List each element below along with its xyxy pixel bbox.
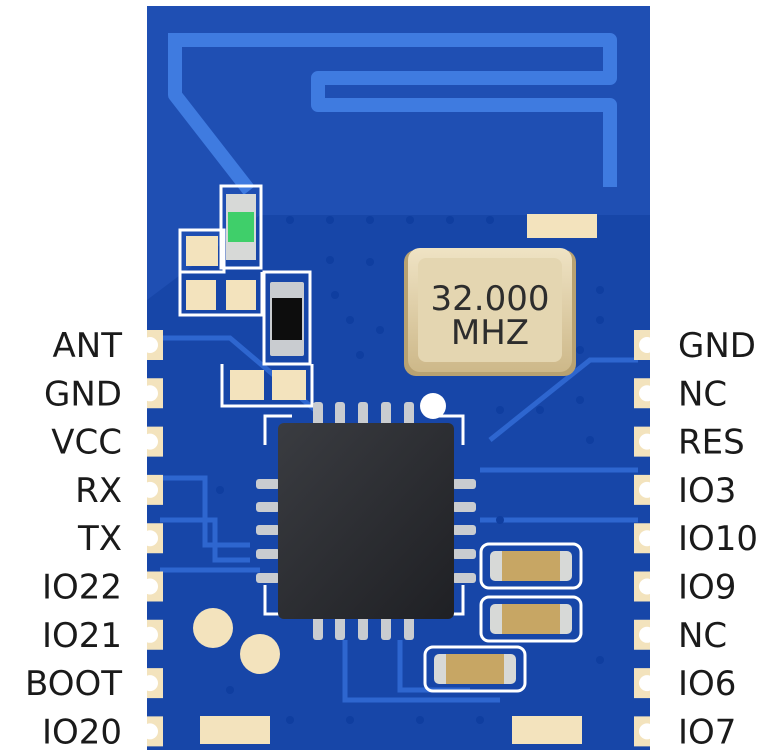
chip-pin [335,402,345,426]
round-pad-2 [240,634,280,674]
crystal-frequency: 32.000 [431,279,550,319]
castellation-hole [639,723,655,740]
pad-c [230,370,264,400]
right-pin-label: IO6 [678,664,736,704]
cap-1-body [502,551,560,581]
chip-pin [452,479,476,489]
pad-group-outline [178,272,264,317]
cap-1-outline [479,542,583,590]
chip-pin [313,616,323,640]
left-pin-label: ANT [53,326,123,366]
castellation-hole [639,337,655,353]
round-pad-1 [193,608,233,648]
castellation-hole [142,385,158,402]
chip-pin [256,525,280,535]
crystal-top [418,258,562,362]
left-pin-label: IO20 [42,712,122,752]
chip-pin [452,573,476,583]
chip-pin [256,573,280,583]
castellation-hole [142,723,158,740]
chip-pins [256,402,476,640]
pad-d [272,370,306,400]
chip-pin [452,549,476,559]
pad-a [186,280,216,310]
crystal-unit: MHZ [451,313,529,353]
chip-pin [256,549,280,559]
right-pin-label: IO10 [678,519,758,559]
left-pin-label: TX [77,519,122,559]
led-icon [228,212,254,242]
castellation-hole [639,433,655,450]
cap-3-outline [423,645,527,693]
led-outline [219,184,263,270]
left-pin-label: IO22 [42,568,122,608]
pin1-marker [420,393,446,419]
chip-pin [381,616,391,640]
chip-pin [358,616,368,640]
left-pin-label: VCC [51,423,122,463]
left-pin-label: GND [44,374,122,414]
right-pin-label: GND [678,326,756,366]
castellation-hole [142,578,158,595]
castellation-hole [639,626,655,643]
castellation-hole [639,481,655,498]
right-pin-label: IO3 [678,471,736,511]
pad-pair-outline [220,364,314,408]
chip-pin [256,479,280,489]
left-pin-label: RX [75,471,122,511]
castellation-hole [142,626,158,643]
chip-pin [381,402,391,426]
right-pin-label: IO9 [678,568,736,608]
edge-pads [142,330,655,747]
castellation-hole [142,675,158,692]
cap-2-body [502,604,560,634]
chip-pin [404,402,414,426]
diode-outline [262,270,312,366]
castellation-hole [639,530,655,547]
right-pin-label: NC [678,374,727,414]
castellation-hole [142,481,158,498]
right-pin-label: RES [678,423,745,463]
left-pin-label: BOOT [25,664,122,704]
chip-pin [313,402,323,426]
chip-pin [404,616,414,640]
bottom-pad-right [512,716,582,744]
chip-pin [335,616,345,640]
cap-3-body [446,654,504,684]
mcu-chip [278,423,454,619]
castellation-hole [639,675,655,692]
chip-pin [358,402,368,426]
small-pad-outline [178,228,226,274]
small-pad [186,236,218,266]
cap-2-outline [479,595,583,643]
chip-pin [452,525,476,535]
castellation-hole [639,385,655,402]
castellation-hole [142,433,158,450]
pad-b [226,280,256,310]
antenna-trace [168,33,617,195]
vias [216,216,604,724]
right-pin-label: IO7 [678,712,736,752]
chip-pin [452,502,476,512]
left-pin-label: IO21 [42,616,122,656]
castellation-hole [639,578,655,595]
diode-band [272,298,302,340]
castellation-hole [142,530,158,547]
top-pad [527,214,597,238]
chip-pin [256,502,280,512]
right-pin-label: NC [678,616,727,656]
castellation-hole [142,337,158,353]
bottom-pad-left [200,716,270,744]
